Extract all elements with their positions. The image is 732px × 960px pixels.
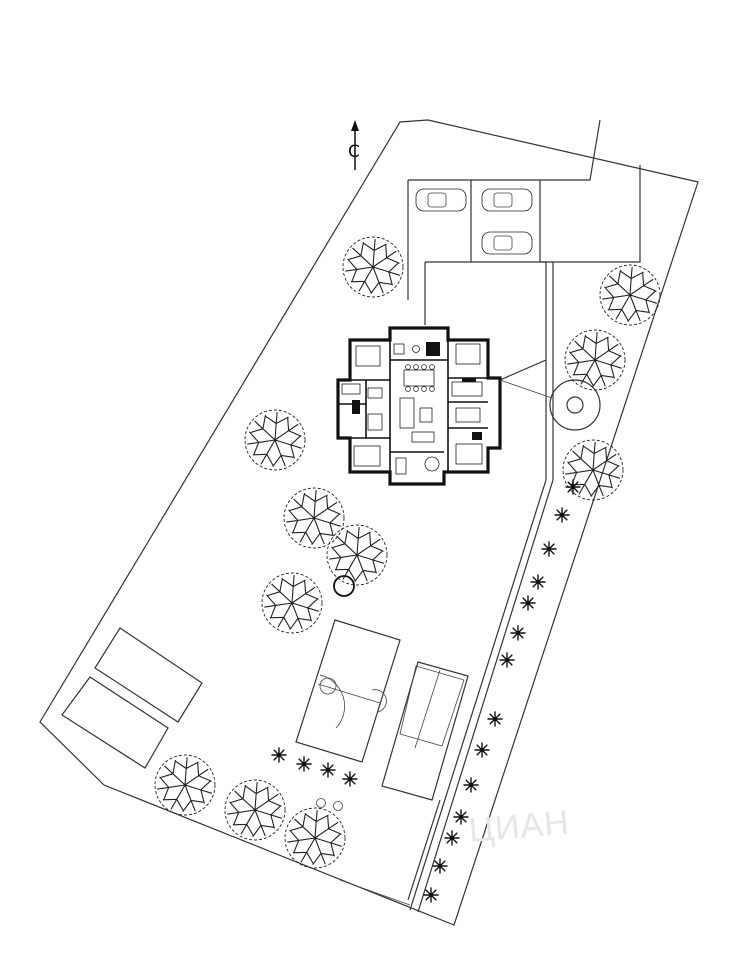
- tree-icon: [342, 236, 404, 298]
- basketball-court: [295, 619, 401, 763]
- bed: [353, 445, 381, 467]
- trees: [154, 236, 661, 869]
- shrub-icon: [342, 771, 358, 787]
- shrub-icon: [444, 830, 460, 846]
- driveway: [407, 119, 641, 913]
- shrub-icon: [510, 625, 526, 641]
- lawn-beds: [61, 627, 203, 769]
- tree-icon: [284, 807, 346, 869]
- shrub-icon: [453, 809, 469, 825]
- tree-icon: [599, 264, 661, 326]
- bed: [455, 443, 483, 465]
- tree-icon: [283, 487, 345, 549]
- parking-cars: [415, 188, 533, 255]
- north-arrow: С: [348, 120, 360, 170]
- shrub-icon: [463, 777, 479, 793]
- shrub-icon: [541, 541, 557, 557]
- plot-boundary: [39, 119, 699, 926]
- shrub-icon: [565, 479, 581, 495]
- shrub-icon: [520, 595, 536, 611]
- house-floor-plan: [336, 326, 502, 486]
- tree-icon: [244, 409, 306, 471]
- coffee-table: [419, 407, 433, 423]
- shrub-icon: [320, 762, 336, 778]
- site-marker: [333, 575, 355, 597]
- planter: [333, 801, 343, 811]
- tree-icon: [261, 572, 323, 634]
- tree-icon: [154, 754, 216, 816]
- sofa: [399, 397, 415, 429]
- bed: [455, 343, 481, 365]
- planter: [316, 798, 326, 808]
- shrubs: [271, 479, 581, 903]
- shrub-icon: [296, 756, 312, 772]
- shrub-icon: [423, 887, 439, 903]
- car: [481, 231, 533, 255]
- shrub-icon: [271, 747, 287, 763]
- watermark: ЦИАН: [467, 803, 571, 850]
- shrub-icon: [474, 742, 490, 758]
- tree-icon: [326, 524, 388, 586]
- shrub-icon: [499, 652, 515, 668]
- tree-icon: [564, 329, 626, 391]
- round-patio: [499, 379, 601, 431]
- shrub-icon: [487, 711, 503, 727]
- dining-table: [403, 369, 435, 387]
- north-arrow-label: С: [348, 142, 360, 162]
- car: [415, 188, 467, 212]
- bed: [355, 345, 381, 367]
- car: [481, 188, 533, 212]
- shrub-icon: [530, 574, 546, 590]
- tree-icon: [224, 779, 286, 841]
- shrub-icon: [554, 507, 570, 523]
- pool: [381, 661, 469, 901]
- shrub-icon: [432, 858, 448, 874]
- tree-icon: [562, 439, 624, 501]
